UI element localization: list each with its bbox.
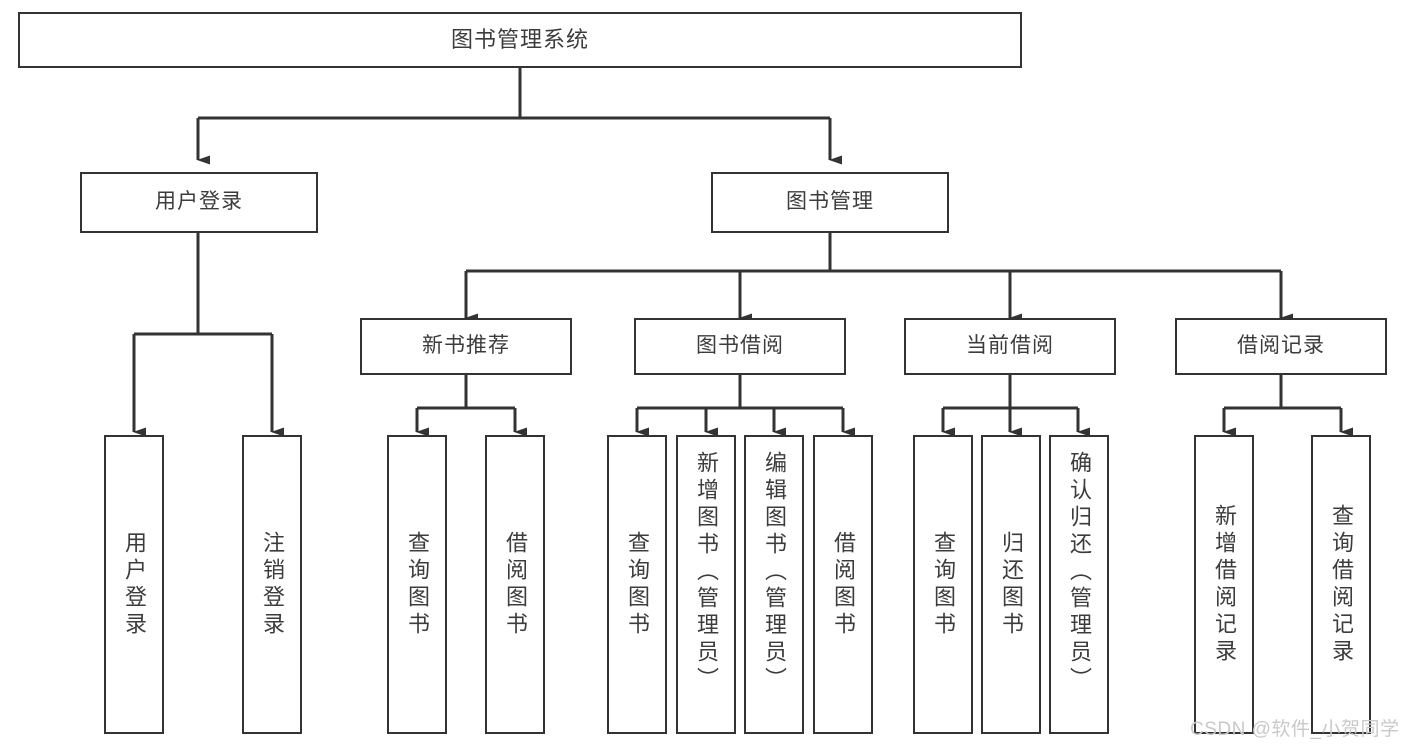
node-label: 查询图书	[625, 530, 650, 639]
node-label: 图书借阅	[696, 334, 784, 358]
node-label: 查询借阅记录	[1329, 503, 1354, 666]
node-label: 查询图书	[931, 530, 956, 639]
node-label: 图书管理	[786, 190, 874, 214]
node-label: 新增借阅记录	[1212, 503, 1237, 666]
node-new-book-recommend[interactable]: 新书推荐	[360, 318, 572, 375]
node-label: 注销登录	[260, 530, 285, 639]
leaf-return-book[interactable]: 归还图书	[981, 435, 1041, 734]
leaf-query-borrow-record[interactable]: 查询借阅记录	[1311, 435, 1371, 734]
node-book-borrow[interactable]: 图书借阅	[634, 318, 846, 375]
node-label: 用户登录	[122, 530, 147, 639]
node-label: 新书推荐	[422, 334, 510, 358]
leaf-add-book-admin[interactable]: 新增图书（管理员）	[676, 435, 736, 734]
leaf-add-borrow-record[interactable]: 新增借阅记录	[1194, 435, 1254, 734]
leaf-borrow-book[interactable]: 借阅图书	[813, 435, 873, 734]
node-label: 借阅记录	[1237, 334, 1325, 358]
node-current-borrow[interactable]: 当前借阅	[904, 318, 1116, 375]
leaf-query-book-current[interactable]: 查询图书	[913, 435, 973, 734]
node-book-management[interactable]: 图书管理	[711, 172, 949, 233]
leaf-confirm-return-admin[interactable]: 确认归还（管理员）	[1049, 435, 1109, 734]
node-user-login[interactable]: 用户登录	[80, 172, 318, 233]
node-label: 查询图书	[405, 530, 430, 639]
leaf-query-book-recommend[interactable]: 查询图书	[387, 435, 447, 734]
leaf-edit-book-admin[interactable]: 编辑图书（管理员）	[744, 435, 804, 734]
node-label: 借阅图书	[503, 530, 528, 639]
node-label: 用户登录	[155, 190, 243, 214]
leaf-user-login[interactable]: 用户登录	[104, 435, 164, 734]
node-label: 借阅图书	[831, 530, 856, 639]
leaf-query-book-borrow[interactable]: 查询图书	[607, 435, 667, 734]
leaf-borrow-book-recommend[interactable]: 借阅图书	[485, 435, 545, 734]
node-label: 新增图书（管理员）	[694, 451, 719, 694]
node-label: 编辑图书（管理员）	[762, 451, 787, 694]
node-root-system[interactable]: 图书管理系统	[18, 12, 1022, 68]
leaf-logout[interactable]: 注销登录	[242, 435, 302, 734]
node-label: 确认归还（管理员）	[1067, 451, 1092, 694]
watermark-text: CSDN @软件_小贺同学	[1190, 719, 1400, 740]
node-label: 图书管理系统	[450, 27, 589, 53]
node-label: 归还图书	[999, 530, 1024, 639]
node-borrow-record[interactable]: 借阅记录	[1175, 318, 1387, 375]
node-label: 当前借阅	[966, 334, 1054, 358]
